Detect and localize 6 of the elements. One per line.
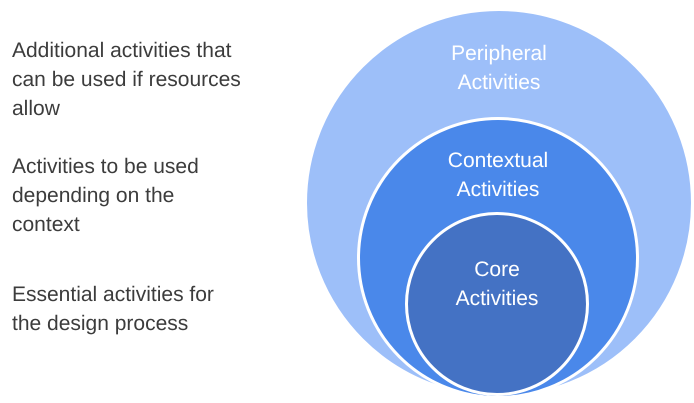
circle-label: Contextual Activities bbox=[446, 148, 550, 203]
description-text: Activities to be used depending on the context bbox=[12, 154, 200, 238]
circle-label: Peripheral Activities bbox=[450, 41, 548, 96]
description-text: Essential activities for the design process bbox=[12, 282, 215, 337]
description-text: Additional activities that can be used if resources allow bbox=[12, 38, 242, 122]
circle-label: Core Activities bbox=[454, 257, 540, 312]
